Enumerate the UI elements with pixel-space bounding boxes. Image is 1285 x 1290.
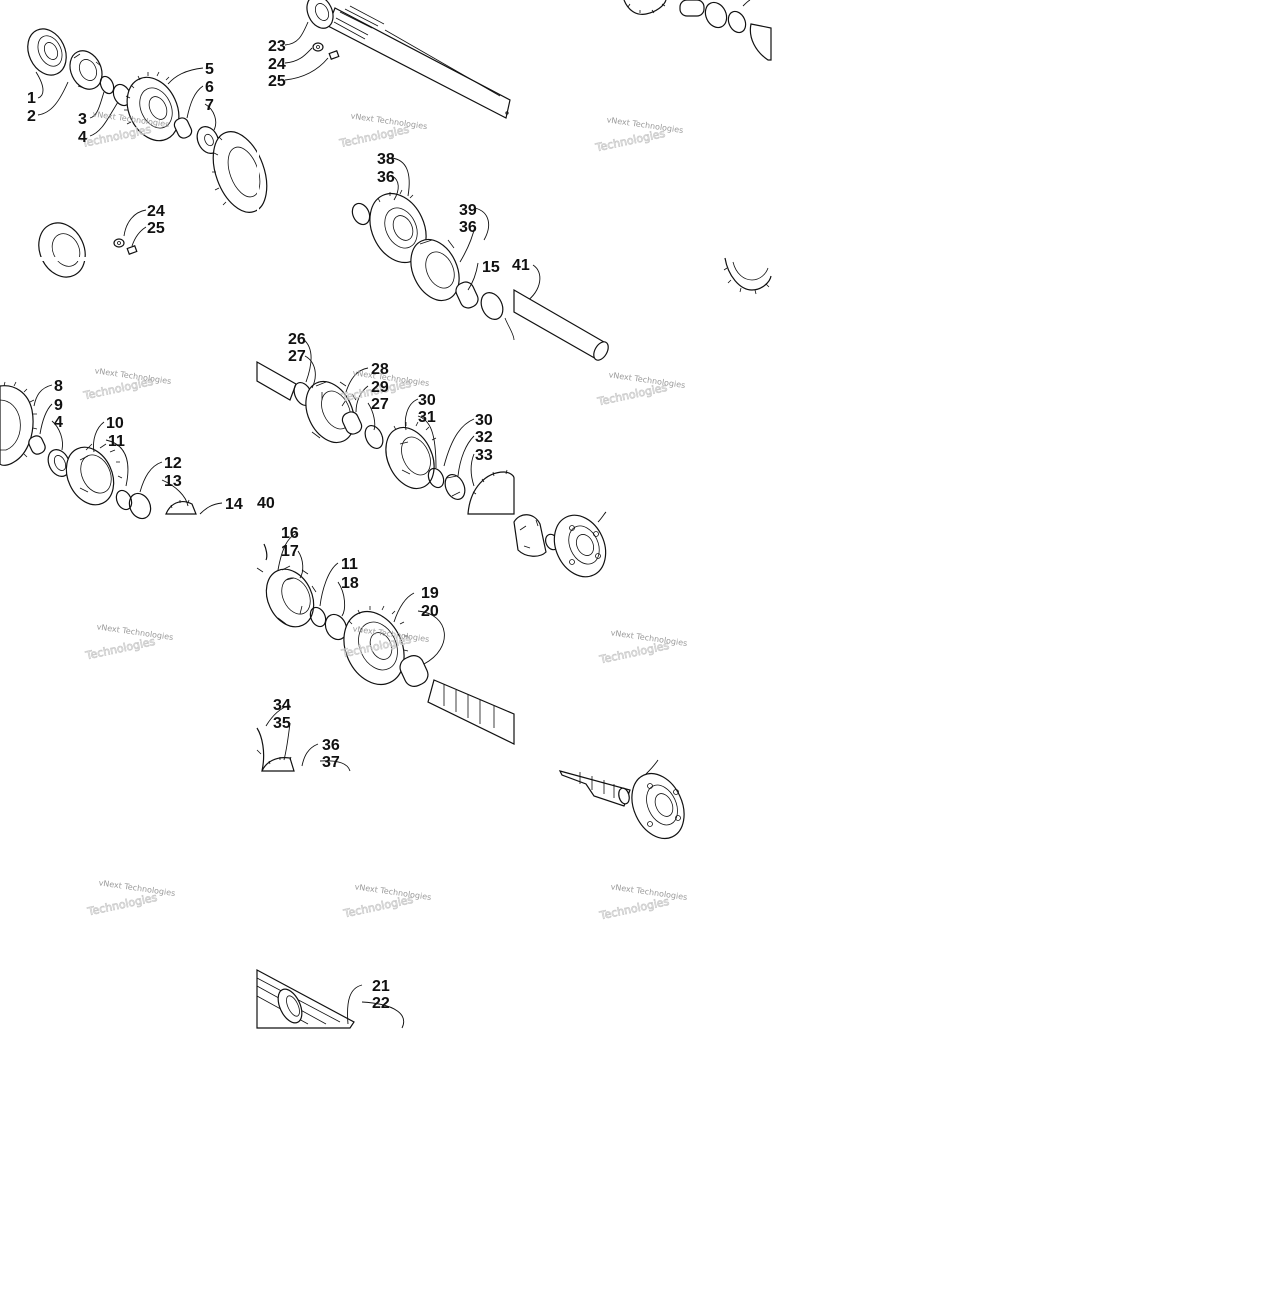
gear-19	[343, 605, 409, 686]
callout-4: 4	[78, 129, 87, 146]
callout-39: 39	[459, 202, 477, 219]
callout-30b: 30	[475, 412, 493, 429]
callout-32: 32	[475, 429, 493, 446]
callout-13: 13	[164, 473, 182, 490]
callout-30: 30	[418, 392, 436, 409]
callout-25: 25	[268, 73, 286, 90]
svg-text:Technologies: Technologies	[80, 123, 153, 151]
shift-hub-2	[69, 50, 103, 90]
callout-19: 19	[421, 585, 439, 602]
callout-34: 34	[273, 697, 291, 714]
callout-25b: 25	[147, 220, 165, 237]
callout-1: 1	[27, 90, 36, 107]
ring-38	[351, 202, 371, 226]
svg-text:Technologies: Technologies	[86, 891, 159, 919]
callout-17: 17	[281, 543, 299, 560]
callout-5: 5	[205, 61, 214, 78]
callout-36: 36	[377, 169, 395, 186]
hub-39	[410, 238, 460, 302]
tile-center	[256, 338, 515, 515]
callout-21: 21	[372, 978, 390, 995]
watermark-6: Technologies vNext Technologies	[595, 370, 686, 409]
callout-22: 22	[372, 995, 390, 1012]
tile-top-right	[623, 0, 772, 295]
callout-4b: 4	[54, 414, 63, 431]
clutch-17	[265, 565, 317, 628]
callout-8: 8	[54, 378, 63, 395]
callout-28: 28	[371, 361, 389, 378]
clutch-30	[385, 421, 437, 490]
callout-6: 6	[205, 79, 214, 96]
svg-text:Technologies: Technologies	[598, 895, 671, 923]
watermark-11: Technologies vNext Technologies	[341, 882, 432, 921]
watermark-10: Technologies vNext Technologies	[85, 878, 176, 919]
watermark-9: Technologies vNext Technologies	[597, 628, 688, 667]
watermark-3: Technologies vNext Technologies	[593, 115, 684, 155]
callout-35: 35	[273, 715, 291, 732]
watermark-12: Technologies vNext Technologies	[597, 882, 688, 923]
shaft-41	[504, 288, 609, 361]
callout-15: 15	[482, 259, 500, 276]
callout-11b: 11	[341, 556, 358, 573]
clutch-28	[305, 380, 357, 444]
tile-top-center	[284, 0, 541, 320]
callout-31: 31	[418, 409, 436, 426]
callout-38: 38	[377, 151, 395, 168]
bearing-lower	[513, 511, 607, 578]
callout-24: 24	[268, 56, 286, 73]
callout-7: 7	[205, 97, 214, 114]
tile-lower-right	[558, 759, 685, 840]
callout-40: 40	[257, 495, 275, 512]
watermark-7: Technologies vNext Technologies	[83, 622, 174, 663]
callout-20: 20	[421, 603, 439, 620]
callout-24b: 24	[147, 203, 165, 220]
callout-33: 33	[475, 447, 493, 464]
callout-27: 27	[288, 348, 306, 365]
callout-36b: 36	[459, 219, 477, 236]
callout-23: 23	[268, 38, 286, 55]
tile-top-left	[0, 0, 268, 278]
callout-10: 10	[106, 415, 124, 432]
callout-18: 18	[341, 575, 359, 592]
callout-2: 2	[27, 108, 36, 125]
gear-8	[0, 381, 38, 466]
callout-41: 41	[512, 257, 530, 274]
callout-26: 26	[288, 331, 306, 348]
callout-9: 9	[54, 397, 63, 414]
callout-29: 29	[371, 379, 389, 396]
callout-37: 37	[322, 754, 340, 771]
tile-mid-left	[0, 381, 223, 520]
tile-lower-center	[256, 532, 515, 772]
gear-fragment-right	[723, 257, 772, 295]
watermark-2: Technologies vNext Technologies	[337, 111, 428, 150]
gear-5	[124, 71, 180, 142]
callout-labels: 1 2 3 4 5 6 7 23 24 25 24 25 38 36 39 36…	[27, 38, 530, 1012]
tile-bottom-shaft	[256, 968, 404, 1029]
bearing-1	[27, 28, 67, 76]
callout-27b: 27	[371, 396, 389, 413]
callout-16: 16	[281, 525, 299, 542]
callout-3: 3	[78, 111, 87, 128]
svg-text:Technologies: Technologies	[84, 635, 157, 663]
gear-10	[65, 443, 123, 506]
callout-11: 11	[108, 433, 125, 450]
callout-14: 14	[225, 496, 243, 513]
callout-12: 12	[164, 455, 182, 472]
callout-36c: 36	[322, 737, 340, 754]
watermark-4: Technologies vNext Technologies	[81, 366, 172, 403]
gear-right-edge	[212, 131, 268, 213]
bearing-partial-bottom	[38, 222, 86, 278]
